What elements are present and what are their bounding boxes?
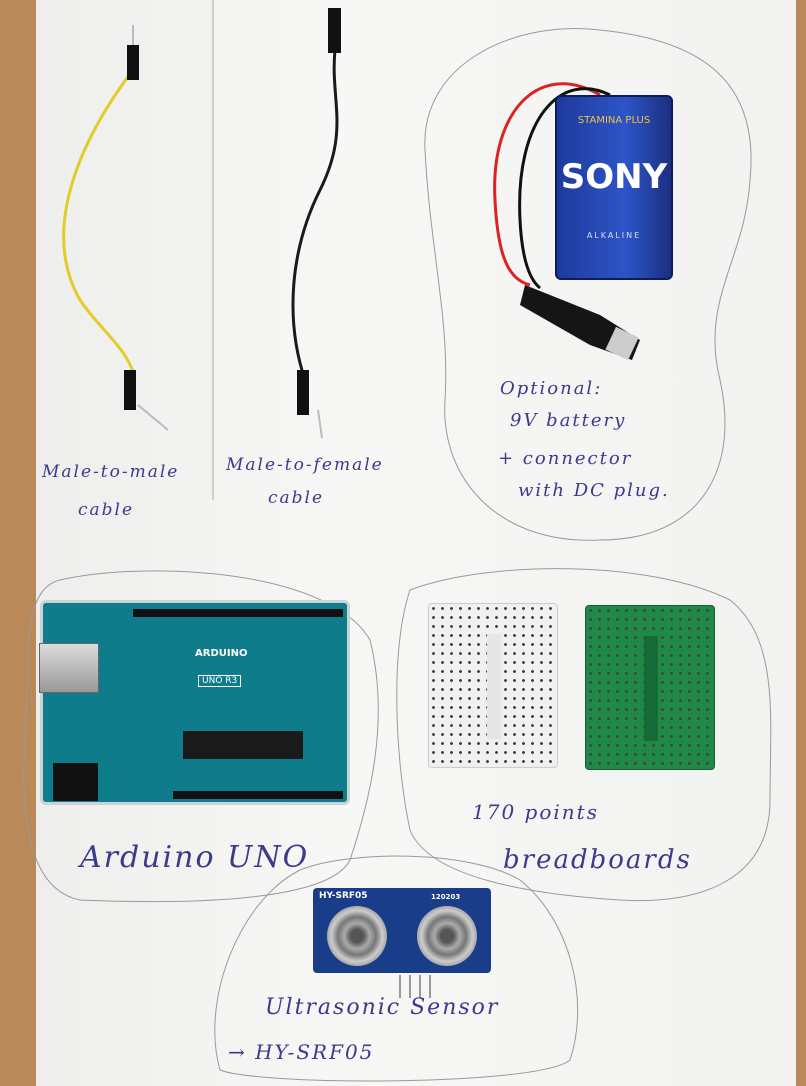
female-end (328, 8, 341, 53)
label-male-to-female-2: cable (268, 488, 325, 508)
microcontroller-chip (183, 731, 303, 759)
breadboard-outline (396, 568, 772, 902)
black-wire (291, 49, 339, 381)
digital-header (133, 609, 343, 617)
label-sensor-1: Ultrasonic Sensor (265, 995, 500, 1020)
board-logo: ARDUINO (195, 648, 248, 659)
sensor-model: HY-SRF05 (319, 891, 368, 901)
label-sensor-2: → HY-SRF05 (228, 1040, 375, 1064)
transmitter-eye (327, 906, 387, 966)
battery-type: ALKALINE (586, 231, 642, 240)
label-optional-3: + connector (498, 448, 633, 469)
label-breadboards-2: breadboards (503, 845, 692, 875)
red-lead (493, 82, 601, 287)
arduino-outline (23, 570, 379, 903)
male-pin-top (127, 45, 139, 80)
power-jack (53, 763, 98, 801)
label-male-to-male-1: Male-to-male (42, 462, 180, 482)
analog-header (173, 791, 343, 799)
usb-port (39, 643, 99, 693)
black-lead (518, 87, 611, 290)
ultrasonic-sensor: HY-SRF05 120203 (313, 888, 491, 973)
9v-battery: STAMINA PLUS SONY ALKALINE (555, 95, 673, 280)
label-optional-2: 9V battery (510, 410, 627, 431)
battery-line: STAMINA PLUS (577, 115, 651, 126)
male-end (297, 370, 309, 415)
receiver-eye (417, 906, 477, 966)
sensor-code: 120203 (431, 893, 461, 901)
label-male-to-female-1: Male-to-female (226, 455, 384, 475)
male-pin-bottom (124, 370, 136, 410)
sensor-pins (399, 975, 431, 998)
white-breadboard (428, 603, 558, 768)
arduino-uno-board: ARDUINO UNO R3 (39, 600, 350, 805)
label-arduino: Arduino UNO (80, 840, 310, 875)
label-optional-1: Optional: (500, 378, 603, 399)
yellow-wire (62, 69, 137, 381)
battery-brand: SONY (560, 157, 668, 197)
sensor-outline (214, 855, 579, 1082)
label-optional-4: with DC plug. (518, 480, 670, 501)
label-breadboards-1: 170 points (472, 800, 599, 824)
green-breadboard (585, 605, 715, 770)
board-model: UNO R3 (198, 675, 242, 687)
label-male-to-male-2: cable (78, 500, 135, 520)
battery-outline (424, 28, 752, 541)
